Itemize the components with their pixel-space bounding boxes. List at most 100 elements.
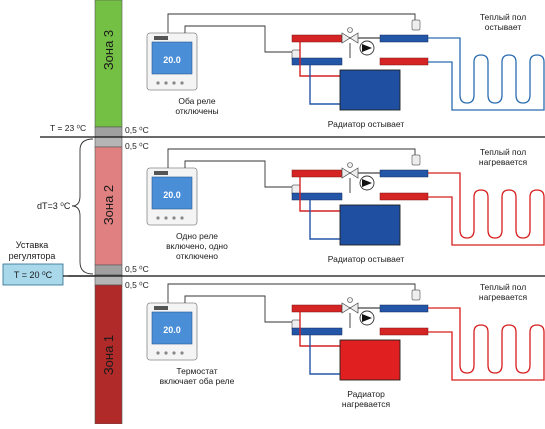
setpoint-value: T = 20 ⁰C — [14, 270, 53, 280]
thermostat-button-3 — [172, 81, 176, 85]
floor-sensor — [411, 289, 421, 301]
three-way-valve — [341, 167, 359, 179]
thermostat-button-4 — [180, 216, 184, 220]
thermostat-caption-line-2: включено, одно — [166, 241, 228, 251]
valve-actuator — [347, 297, 353, 303]
boundary-band-upper-a — [94, 126, 123, 138]
zone-2-label: Зона 2 — [101, 185, 116, 225]
pump-arrow — [362, 179, 372, 187]
offset-label-1: 0,5 ⁰C — [125, 125, 149, 135]
radiator — [339, 69, 401, 111]
floor-caption-line-2: нагревается — [479, 157, 528, 167]
thermostat-button-3 — [172, 351, 176, 355]
thermostat-button-4 — [180, 351, 184, 355]
thermostat-caption-line-2: включает оба реле — [160, 376, 235, 386]
setpoint-label-line2: регулятора — [9, 251, 56, 261]
floor-caption-line-1: Теплый пол — [480, 147, 526, 157]
underfloor-coil — [428, 307, 545, 381]
return-manifold-left — [291, 192, 343, 201]
thermostat-button-4 — [180, 81, 184, 85]
radiator-return-pipe — [309, 335, 340, 375]
thermostat-caption-line-3: отключено — [176, 251, 218, 261]
thermostat-caption-line-1: Оба реле — [178, 96, 216, 106]
thermostat-button-2 — [164, 351, 168, 355]
radiator-supply-pipe — [299, 177, 340, 212]
thermostat-button-1 — [156, 216, 160, 220]
return-manifold-right — [379, 304, 429, 313]
zone-3-bar — [94, 0, 123, 128]
offset-label-2: 0,5 ⁰C — [125, 141, 149, 151]
setpoint-box — [2, 263, 64, 286]
thermostat-logo — [154, 306, 168, 310]
thermostat-button-1 — [156, 81, 160, 85]
wire-radiator-valve — [184, 295, 298, 323]
floor-sensor — [411, 19, 421, 31]
thermostat-caption-line-1: Одно реле — [176, 231, 218, 241]
pump-arrow — [362, 314, 372, 322]
wire-radiator-valve — [184, 25, 298, 53]
thermostat-logo — [154, 36, 168, 40]
zone-1-label: Зона 1 — [101, 335, 116, 375]
upper-temperature-label: T = 23 ⁰C — [50, 123, 86, 133]
thermostat-screen — [151, 41, 193, 75]
supply-manifold-right — [379, 192, 429, 201]
thermostat-button-1 — [156, 351, 160, 355]
offset-label-4: 0,5 ⁰C — [125, 280, 149, 290]
thermostat-display: 20.0 — [163, 325, 181, 335]
radiator-return-pipe — [309, 200, 340, 240]
zone-column: Зона 3 Зона 2 Зона 1 — [94, 0, 123, 425]
wire-floor-sensor — [167, 283, 416, 303]
floor-sensor — [411, 154, 421, 166]
zone-2-bar — [94, 146, 123, 266]
thermostat-display: 20.0 — [163, 55, 181, 65]
underfloor-coil — [428, 37, 545, 111]
floor-caption-line-2: нагревается — [479, 292, 528, 302]
radiator-supply-pipe — [299, 42, 340, 77]
underfloor-coil — [428, 172, 545, 246]
dt-brace — [71, 138, 94, 275]
supply-manifold-right — [379, 57, 429, 66]
return-manifold-left — [291, 327, 343, 336]
setpoint-label-line1: Уставка — [16, 240, 49, 250]
zone-1-bar — [94, 284, 123, 425]
thermostat-button-2 — [164, 216, 168, 220]
supply-manifold-left — [291, 304, 343, 313]
thermostat-logo — [154, 171, 168, 175]
supply-manifold-left — [291, 34, 343, 43]
boundary-band-upper-b — [94, 136, 123, 148]
thermostat-display: 20.0 — [163, 190, 181, 200]
thermostat-button-3 — [172, 216, 176, 220]
return-manifold-right — [379, 169, 429, 178]
valve-actuator — [347, 162, 353, 168]
zone-3-label: Зона 3 — [101, 30, 116, 70]
boundary-band-lower-a — [94, 264, 123, 276]
radiator-caption-line-1: Радиатор остывает — [328, 254, 405, 264]
pump-arrow — [362, 44, 372, 52]
thermostat-screen — [151, 176, 193, 210]
thermostat-caption-line-1: Термостат — [176, 366, 217, 376]
thermostat-screen — [151, 311, 193, 345]
floor-caption-line-2: остывает — [485, 22, 522, 32]
supply-manifold-left — [291, 169, 343, 178]
offset-label-3: 0,5 ⁰C — [125, 264, 149, 274]
floor-caption-line-1: Теплый пол — [480, 282, 526, 292]
floor-caption-line-1: Теплый пол — [480, 12, 526, 22]
thermostat-button-2 — [164, 81, 168, 85]
three-way-valve — [341, 302, 359, 314]
wire-floor-sensor — [167, 148, 416, 168]
wire-radiator-valve — [184, 160, 298, 188]
radiator — [339, 204, 401, 246]
radiator-caption-line-1: Радиатор остывает — [328, 119, 405, 129]
supply-manifold-right — [379, 327, 429, 336]
radiator-return-pipe — [309, 65, 340, 105]
return-manifold-left — [291, 57, 343, 66]
valve-actuator — [347, 27, 353, 33]
three-way-valve — [341, 32, 359, 44]
radiator-caption-line-2: нагревается — [342, 399, 391, 409]
